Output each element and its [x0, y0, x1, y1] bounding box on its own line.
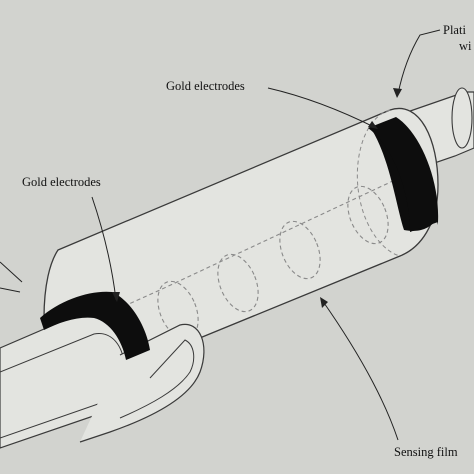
label-platinum-wire-line2: wi: [459, 39, 472, 53]
label-gold-electrodes-lower: Gold electrodes: [22, 175, 101, 189]
half-channel-inner: [119, 339, 195, 419]
sensing-tube-body: [43, 107, 439, 381]
leader-platinum: [397, 29, 441, 95]
label-sensing-film: Sensing film: [394, 445, 458, 459]
leader-sensing-film: [321, 299, 399, 441]
arrow-gold-lower: [112, 292, 120, 302]
label-platinum-wire-line1: Plati: [443, 23, 466, 37]
arrow-gold-upper: [368, 121, 378, 129]
rod-right-end: [451, 87, 473, 149]
arrow-sensing-film: [320, 297, 328, 308]
label-gold-electrodes-upper: Gold electrodes: [166, 79, 245, 93]
coil-loop-2: [217, 253, 259, 313]
gold-electrode-right-band: [368, 117, 439, 232]
leader-left-edge-1: [0, 261, 23, 283]
coil-loop-3: [279, 220, 321, 280]
arrow-platinum: [393, 88, 402, 98]
leader-gold-upper: [267, 87, 377, 129]
leader-lines: [0, 29, 441, 441]
gold-electrode-left: [40, 291, 150, 360]
coil-loop-4: [347, 185, 389, 245]
leader-left-edge-2: [0, 287, 21, 293]
arrow-heads: [112, 88, 402, 308]
leader-gold-lower: [91, 196, 117, 301]
